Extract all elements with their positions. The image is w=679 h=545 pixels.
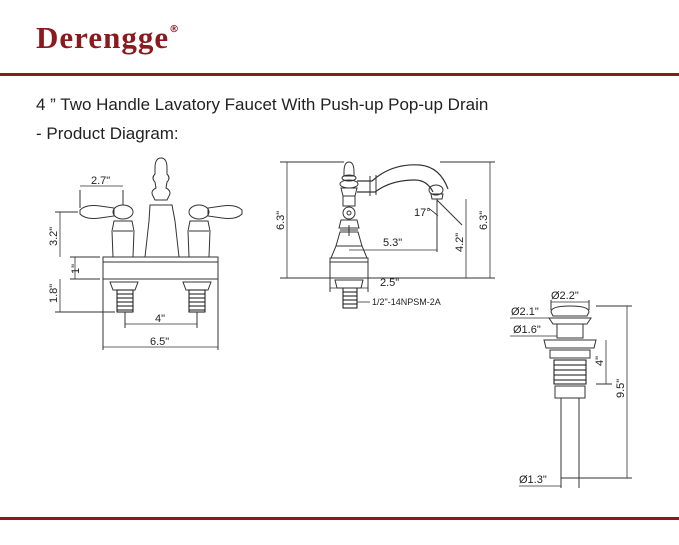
faucet-side-view <box>280 161 495 309</box>
diagram-subtitle: - Product Diagram: <box>36 124 179 143</box>
footer-divider <box>0 517 679 520</box>
drain-flange-diameter: Ø2.1" <box>511 306 539 318</box>
dim-base-height: 1" <box>70 264 82 274</box>
dim-side-total-height: 6.3" <box>275 211 287 230</box>
brand-name: Derengge <box>36 20 170 55</box>
drain-dimension-lines <box>510 301 628 487</box>
dim-shank-length: 1.8" <box>48 284 60 303</box>
thread-spec-label: 1/2"-14NPSM-2A <box>372 297 441 307</box>
drain-cap-diameter: Ø2.2" <box>551 290 579 302</box>
dim-front-height: 3.2" <box>48 227 60 246</box>
side-dimension-lines <box>286 162 491 303</box>
faucet-front-view <box>55 157 243 350</box>
dim-side-total-height-right: 6.3" <box>478 211 490 230</box>
brand-logo: Derengge® <box>36 20 180 56</box>
front-dimension-lines <box>59 185 218 348</box>
dim-handle-span: 2.7" <box>91 175 110 187</box>
product-title: 4 ” Two Handle Lavatory Faucet With Push… <box>36 95 489 114</box>
dim-spout-height: 4.2" <box>454 233 466 252</box>
dim-center-spread: 4" <box>155 313 165 325</box>
drain-tail-diameter: Ø1.3" <box>519 474 547 486</box>
dim-base-width: 6.5" <box>150 336 169 348</box>
dim-base-depth: 2.5" <box>380 277 399 289</box>
header-divider <box>0 73 679 76</box>
dim-spout-reach: 5.3" <box>383 237 402 249</box>
popup-drain <box>543 300 632 488</box>
drain-total-length: 9.5" <box>615 379 627 398</box>
dim-spout-angle: 17° <box>414 207 431 219</box>
registered-mark: ® <box>169 24 181 35</box>
drain-body-height: 4" <box>594 356 606 366</box>
drain-body-diameter: Ø1.6" <box>513 324 541 336</box>
